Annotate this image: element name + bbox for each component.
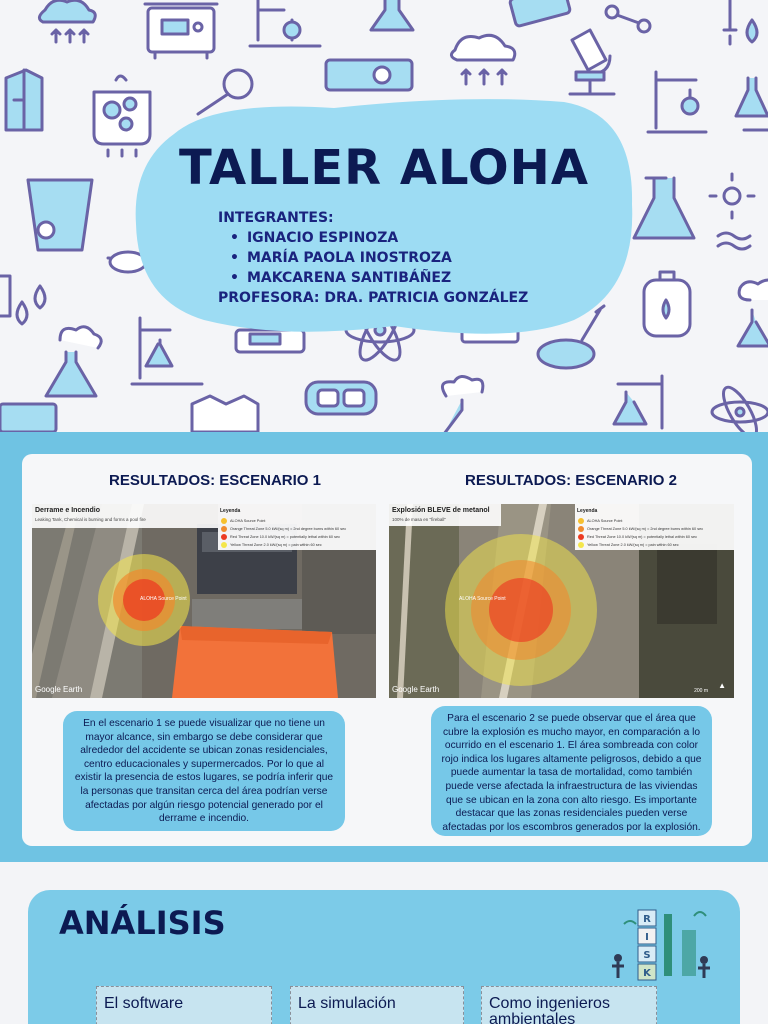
risk-letter: R [643, 914, 651, 925]
flask-right-icon [632, 176, 696, 240]
map1-watermark: Google Earth [35, 685, 83, 694]
team-info: INTEGRANTES: IGNACIO ESPINOZA MARÍA PAOL… [218, 208, 528, 308]
analysis-box-software: El software [96, 986, 272, 1024]
legend-item: Orange Threat Zone 5.0 kW/(sq m) = 2nd d… [587, 527, 704, 531]
legend-item: Red Threat Zone 10.0 kW/(sq m) = potenti… [230, 535, 340, 539]
map2-subtitle: 100% de masa en "fireball" [392, 517, 446, 522]
map1-subtitle: Leaking Tank, Chemical is burning and fo… [35, 517, 146, 522]
atom-right-icon [710, 385, 768, 432]
risk-letter: I [645, 932, 649, 943]
risk-letter: K [643, 968, 652, 979]
map1-title: Derrame e Incendio [35, 507, 100, 514]
burner-stand-icon [248, 0, 322, 48]
risk-illustration: R I S K [612, 909, 710, 981]
analysis-box-simulation: La simulación [290, 986, 464, 1024]
map2-source-label: ALOHA Source Point [459, 596, 506, 602]
risk-letter: S [643, 950, 650, 961]
legend-item: ALOHA Source Point [587, 519, 623, 523]
petri-dish-icon [536, 304, 606, 370]
members-list: IGNACIO ESPINOZA MARÍA PAOLA INOSTROZA M… [230, 228, 528, 288]
sun-icon [708, 172, 756, 251]
north-arrow-icon: ▲ [718, 681, 726, 690]
hero-section: TALLER ALOHA INTEGRANTES: IGNACIO ESPINO… [0, 0, 768, 432]
map1-legend: ALOHA Source Point Orange Threat Zone 5.… [230, 517, 374, 549]
flask-steam-icon [734, 76, 768, 132]
member-item: MARÍA PAOLA INOSTROZA [230, 248, 528, 268]
flask-stand-right-icon [612, 374, 664, 430]
molecule-icon [604, 4, 652, 34]
drops-icon [0, 274, 47, 326]
analysis-title: ANÁLISIS [59, 904, 226, 942]
cloud-rain-icon [38, 0, 97, 44]
water-glass-icon [26, 178, 94, 252]
map2-legend-heading: Leyenda [577, 508, 598, 514]
tablet-bottom-icon [0, 402, 58, 432]
flask-on-stand-icon [130, 316, 204, 386]
map2-legend: ALOHA Source Point Orange Threat Zone 5.… [587, 517, 732, 549]
tablet-icon [508, 0, 572, 28]
results-section: RESULTADOS: ESCENARIO 1 RESULTADOS: ESCE… [0, 432, 768, 862]
map1-legend-heading: Leyenda [220, 508, 241, 514]
scale-icon [234, 328, 306, 354]
legend-item: ALOHA Source Point [230, 519, 266, 523]
beaker-bubbles-icon [92, 74, 152, 158]
cloud-up-icon [450, 33, 517, 86]
flask-bubbles-icon [44, 325, 103, 398]
flask-icon [369, 0, 415, 32]
microscope-icon [568, 28, 616, 96]
legend-item: Red Threat Zone 10.0 kW/(sq m) = potenti… [587, 535, 697, 539]
dropper-icon [722, 0, 759, 46]
lab-coat-icon [4, 68, 44, 132]
scenario2-description: Para el escenario 2 se puede observar qu… [431, 706, 712, 836]
page-title: TALLER ALOHA [179, 140, 589, 196]
map1-source-label: ALOHA Source Point [140, 596, 187, 602]
petri-slide-icon [324, 58, 414, 92]
member-item: MAKCARENA SANTIBÁÑEZ [230, 268, 528, 288]
magnifier-icon [196, 68, 254, 116]
legend-item: Yellow Threat Zone 2.0 kW/(sq m) = pain … [587, 543, 679, 547]
legend-item: Yellow Threat Zone 2.0 kW/(sq m) = pain … [230, 543, 322, 547]
gas-cylinder-icon [642, 270, 692, 338]
hot-plate-icon [143, 2, 219, 60]
burner-stand-icon-2 [646, 70, 708, 134]
map2-watermark: Google Earth [392, 685, 440, 694]
flask-foam-icon [440, 375, 485, 432]
map2-title: Explosión BLEVE de metanol [392, 507, 490, 514]
member-item: IGNACIO ESPINOZA [230, 228, 528, 248]
members-heading: INTEGRANTES: [218, 210, 334, 226]
flask-cloud-icon [736, 278, 768, 348]
legend-item: Orange Threat Zone 5.0 kW/(sq m) = 2nd d… [230, 527, 347, 531]
goggles-icon [304, 380, 378, 416]
scenario2-map: Explosión BLEVE de metanol 100% de masa … [389, 504, 734, 698]
lab-coat-bottom-icon [190, 394, 260, 432]
professor-line: PROFESORA: DRA. PATRICIA GONZÁLEZ [218, 290, 529, 306]
scenario2-title: RESULTADOS: ESCENARIO 2 [465, 472, 677, 489]
scenario1-title: RESULTADOS: ESCENARIO 1 [109, 472, 321, 489]
scenario1-description: En el escenario 1 se puede visualizar qu… [63, 711, 345, 831]
scenario1-map: Derrame e Incendio Leaking Tank, Chemica… [32, 504, 376, 698]
dropper-dish-icon [106, 250, 148, 274]
analysis-box-engineers: Como ingenieros ambientales [481, 986, 657, 1024]
map2-scale: 200 m [694, 688, 708, 694]
analysis-section: ANÁLISIS R I S K El software La simulaci… [28, 890, 740, 1024]
